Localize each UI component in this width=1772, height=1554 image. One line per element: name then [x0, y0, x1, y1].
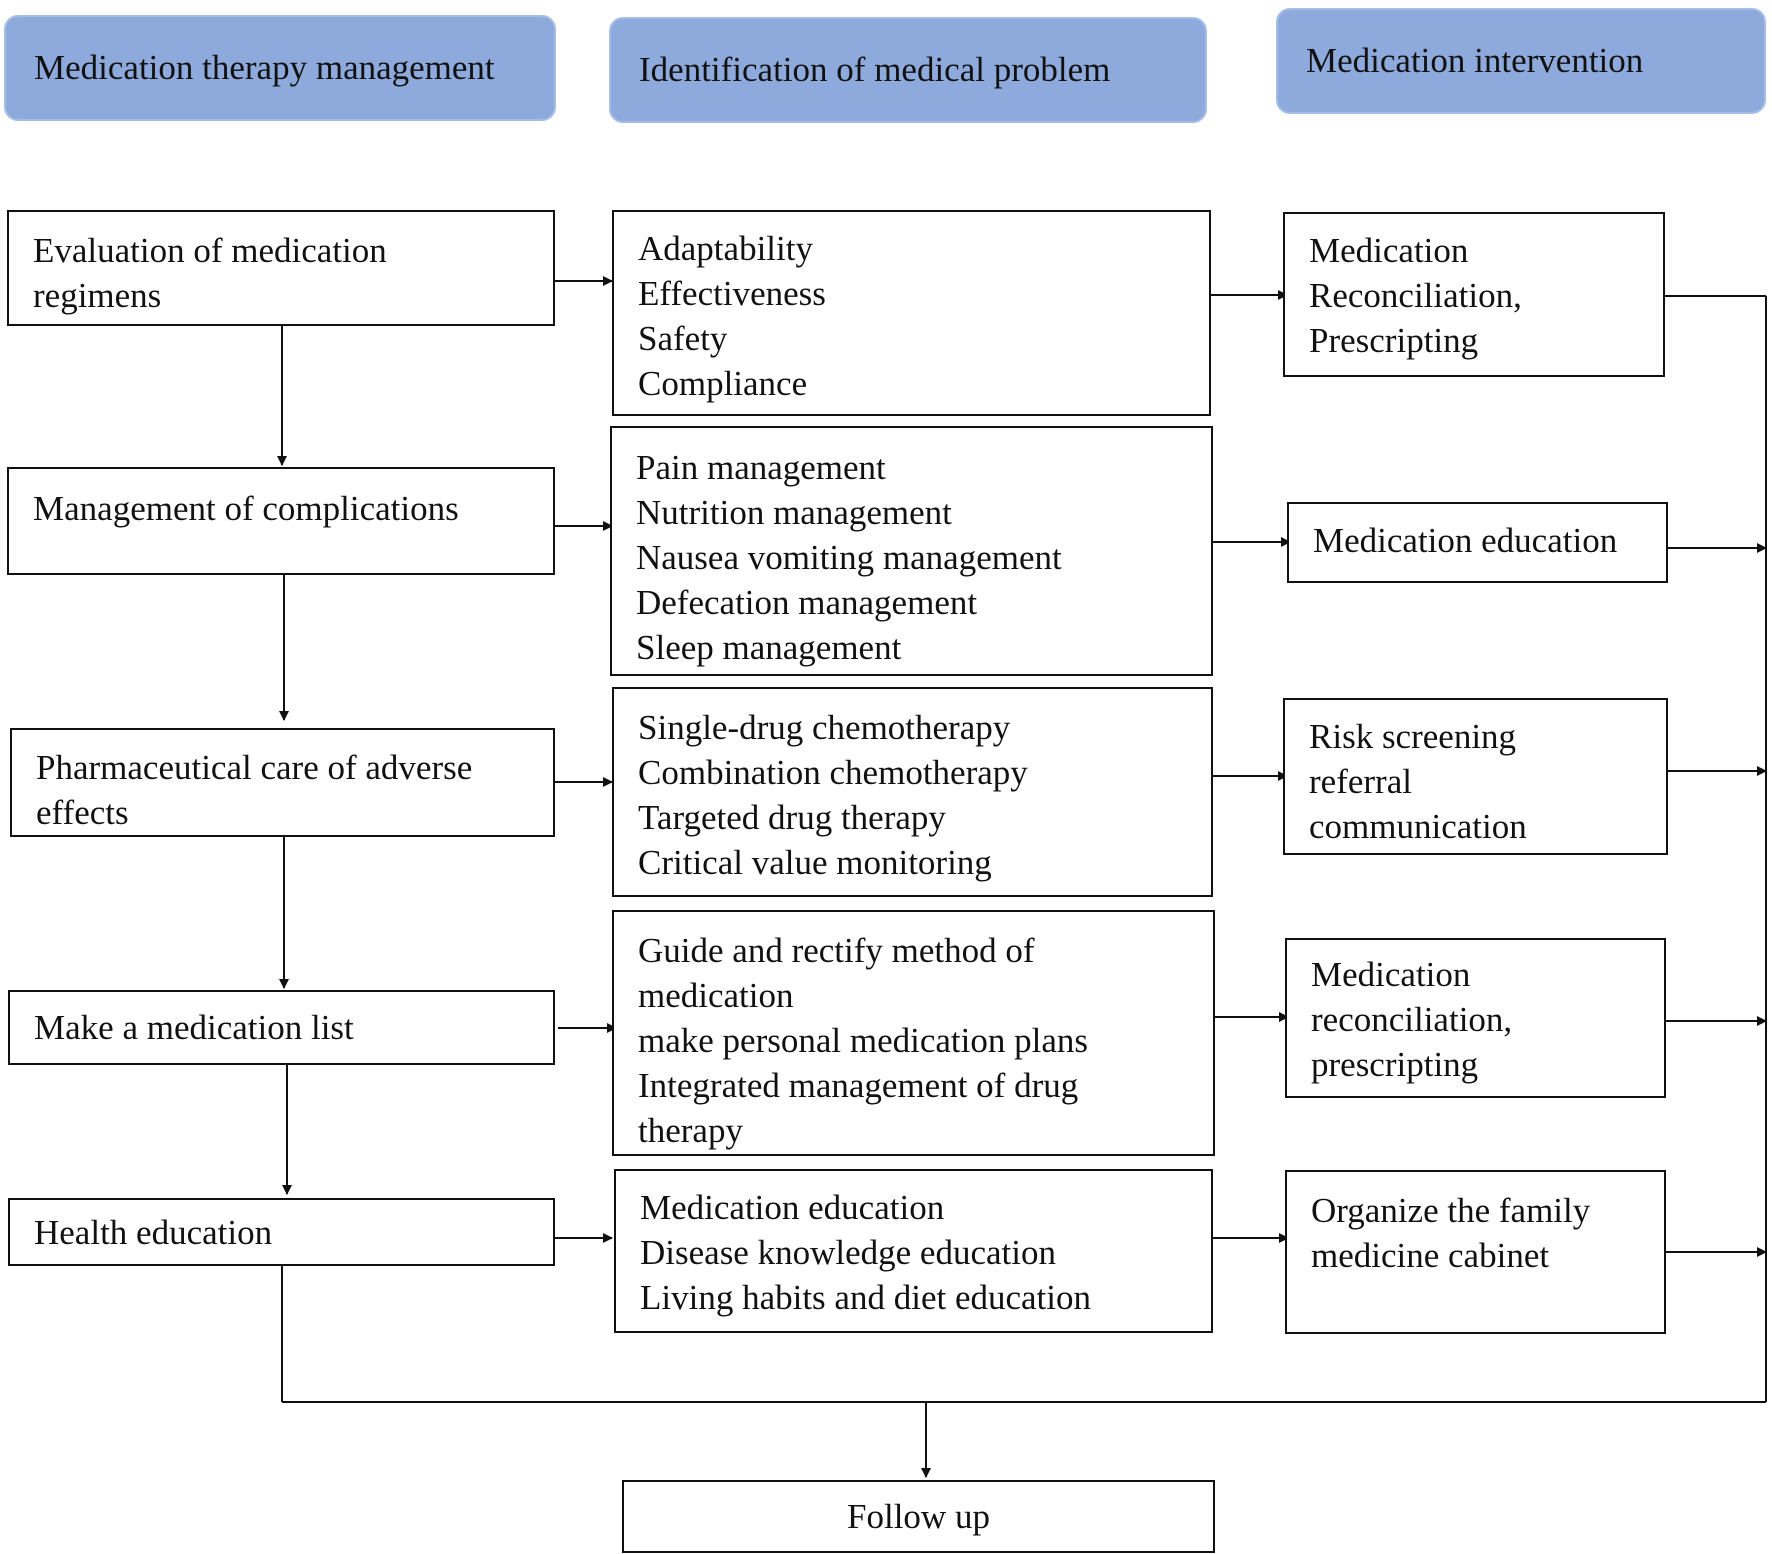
box-text-line: Combination chemotherapy [638, 753, 1028, 792]
box-text-line: Sleep management [636, 628, 902, 667]
box-text-line: Effectiveness [638, 274, 826, 313]
header-label: Medication therapy management [34, 48, 495, 87]
box-text-line: Living habits and diet education [640, 1278, 1092, 1317]
box-intervention-reconciliation-1: Medication Reconciliation, Prescripting [1283, 212, 1665, 377]
box-text-line: Guide and rectify method of [638, 931, 1035, 970]
box-text-line: prescripting [1311, 1045, 1479, 1084]
box-text-line: Medication education [1313, 521, 1618, 560]
box-management-of-complications: Management of complications [7, 467, 555, 575]
box-text-line: Critical value monitoring [638, 843, 992, 882]
box-text-line: Single-drug chemotherapy [638, 708, 1011, 747]
box-text-line: referral [1309, 762, 1412, 801]
box-text-line: Risk screening [1309, 717, 1517, 756]
box-intervention-risk-screening: Risk screening referral communication [1283, 698, 1668, 855]
header-medication-intervention: Medication intervention [1276, 8, 1766, 114]
box-text-line: medicine cabinet [1311, 1236, 1550, 1275]
follow-up-label: Follow up [847, 1497, 990, 1536]
box-text-line: Make a medication list [34, 1008, 354, 1047]
box-health-education: Health education [8, 1198, 555, 1266]
box-text-line: Reconciliation, [1309, 276, 1522, 315]
box-intervention-medication-education: Medication education [1287, 502, 1668, 583]
box-text-line: Medication [1309, 231, 1469, 270]
box-text-line: Integrated management of drug [638, 1066, 1079, 1105]
box-text-line: Management of complications [33, 489, 459, 528]
box-intervention-reconciliation-2: Medication reconciliation, prescripting [1285, 938, 1666, 1098]
box-text-line: Pain management [636, 448, 886, 487]
box-text-line: Medication education [640, 1188, 945, 1227]
box-intervention-family-medicine-cabinet: Organize the family medicine cabinet [1285, 1170, 1666, 1334]
box-text-line: Targeted drug therapy [638, 798, 946, 837]
box-evaluation-of-medication-regimens: Evaluation of medication regimens [7, 210, 555, 326]
header-medication-therapy-management: Medication therapy management [4, 15, 556, 121]
box-text-line: Medication [1311, 955, 1471, 994]
box-text-line: effects [36, 793, 129, 832]
box-text-line: Evaluation of medication [33, 231, 387, 270]
box-text-line: Pharmaceutical care of adverse [36, 748, 473, 787]
box-regimen-criteria: Adaptability Effectiveness Safety Compli… [612, 210, 1211, 416]
box-text-line: Organize the family [1311, 1191, 1591, 1230]
box-complication-management-areas: Pain management Nutrition management Nau… [610, 426, 1213, 676]
box-text-line: Nausea vomiting management [636, 538, 1062, 577]
box-health-education-topics: Medication education Disease knowledge e… [614, 1169, 1213, 1333]
box-text-line: Disease knowledge education [640, 1233, 1056, 1272]
box-medication-list-tasks: Guide and rectify method of medication m… [612, 910, 1215, 1156]
box-pharmaceutical-care-of-adverse-effects: Pharmaceutical care of adverse effects [10, 728, 555, 837]
box-follow-up: Follow up [622, 1480, 1215, 1553]
box-make-a-medication-list: Make a medication list [8, 990, 555, 1065]
box-text-line: Nutrition management [636, 493, 952, 532]
box-text-line: therapy [638, 1111, 743, 1150]
box-adverse-effect-therapies: Single-drug chemotherapy Combination che… [612, 687, 1213, 897]
box-text-line: Health education [34, 1213, 273, 1252]
header-label: Medication intervention [1306, 41, 1644, 80]
box-text-line: reconciliation, [1311, 1000, 1513, 1039]
box-text-line: Compliance [638, 364, 808, 403]
box-text-line: communication [1309, 807, 1527, 846]
box-text-line: medication [638, 976, 794, 1015]
box-text-line: regimens [33, 276, 162, 315]
box-text-line: Adaptability [638, 229, 813, 268]
box-text-line: make personal medication plans [638, 1021, 1088, 1060]
box-text-line: Safety [638, 319, 728, 358]
header-identification-of-medical-problem: Identification of medical problem [609, 17, 1207, 123]
box-text-line: Defecation management [636, 583, 978, 622]
box-text-line: Prescripting [1309, 321, 1479, 360]
header-label: Identification of medical problem [639, 50, 1111, 89]
